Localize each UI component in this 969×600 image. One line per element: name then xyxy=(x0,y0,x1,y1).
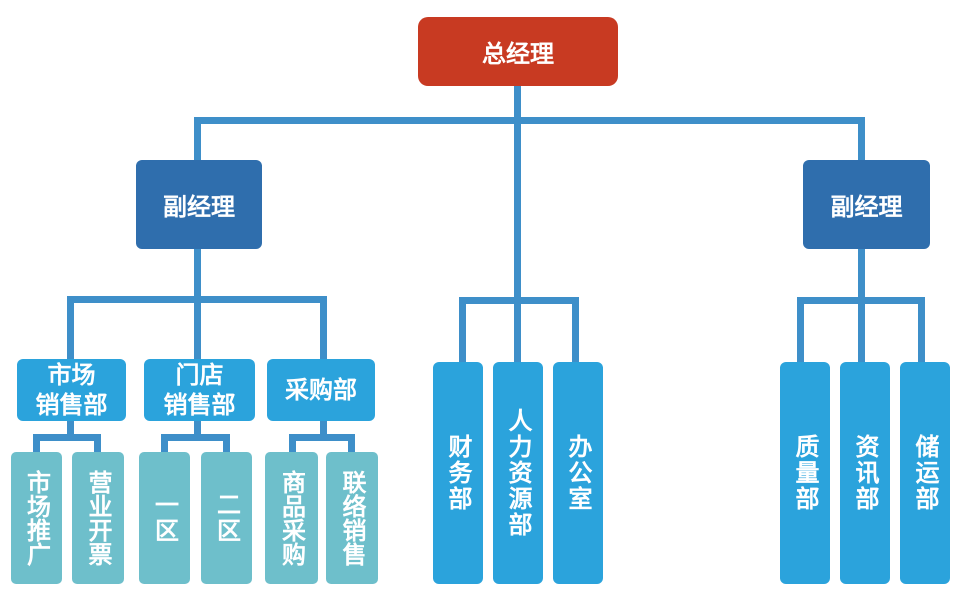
node-goods-purchase-label: 商品采购 xyxy=(277,470,307,566)
node-information-label: 资讯部 xyxy=(851,434,880,512)
node-joint-sales-label: 联络销售 xyxy=(338,470,367,566)
connector-root-down xyxy=(514,84,521,384)
node-general-manager-label: 总经理 xyxy=(482,39,554,68)
node-general-manager: 总经理 xyxy=(418,17,618,86)
connector-top-bus xyxy=(194,117,865,124)
node-market-promotion: 市场推广 xyxy=(11,452,62,584)
connector-purchase-sub2 xyxy=(348,434,355,454)
connector-market-down xyxy=(67,420,74,440)
node-vice-manager-right-label: 副经理 xyxy=(830,192,903,221)
node-purchasing-label: 采购部 xyxy=(285,375,357,404)
node-zone-two: 二区 xyxy=(201,452,252,584)
connector-store-sub-bus xyxy=(161,434,230,441)
connector-purchase-up xyxy=(320,296,327,360)
node-human-resources-label: 人力资源部 xyxy=(504,408,533,538)
node-storage-transport: 储运部 xyxy=(900,362,950,584)
node-storage-transport-label: 储运部 xyxy=(911,434,940,512)
connector-vp-left-down xyxy=(194,248,201,300)
connector-mid-bus xyxy=(459,297,579,304)
connector-market-sub-bus xyxy=(33,434,101,441)
node-goods-purchase: 商品采购 xyxy=(265,452,318,584)
connector-finance-up xyxy=(459,297,466,365)
connector-office-up xyxy=(572,297,579,365)
node-office-label: 办公室 xyxy=(564,434,593,512)
connector-vp-right-up xyxy=(858,117,865,162)
node-market-promotion-label: 市场推广 xyxy=(22,470,52,566)
node-vice-manager-left-label: 副经理 xyxy=(163,192,235,221)
connector-vp-left-up xyxy=(194,117,201,162)
node-zone-one-label: 一区 xyxy=(150,492,180,544)
connector-vp-right-down xyxy=(858,248,865,300)
connector-info-up xyxy=(858,297,865,365)
connector-store-sub2 xyxy=(223,434,230,454)
node-zone-one: 一区 xyxy=(139,452,190,584)
node-information: 资讯部 xyxy=(840,362,890,584)
connector-purchase-sub-bus xyxy=(289,434,355,441)
node-vice-manager-right: 副经理 xyxy=(803,160,930,249)
node-business-ticket: 营业开票 xyxy=(72,452,124,584)
connector-purchase-sub1 xyxy=(289,434,296,454)
node-quality-label: 质量部 xyxy=(791,434,820,512)
node-market-sales: 市场 销售部 xyxy=(17,359,126,421)
connector-purchase-down xyxy=(320,420,327,440)
node-market-sales-label: 市场 销售部 xyxy=(35,360,108,419)
node-vice-manager-left: 副经理 xyxy=(136,160,262,249)
node-finance: 财务部 xyxy=(433,362,483,584)
node-office: 办公室 xyxy=(553,362,603,584)
node-store-sales: 门店 销售部 xyxy=(144,359,255,421)
connector-store-up xyxy=(194,296,201,360)
node-finance-label: 财务部 xyxy=(444,434,473,512)
node-joint-sales: 联络销售 xyxy=(326,452,378,584)
connector-store-down xyxy=(194,420,201,440)
node-quality: 质量部 xyxy=(780,362,830,584)
connector-market-up xyxy=(67,296,74,360)
connector-storage-up xyxy=(918,297,925,365)
node-purchasing: 采购部 xyxy=(267,359,375,421)
connector-quality-up xyxy=(797,297,804,365)
node-store-sales-label: 门店 销售部 xyxy=(163,360,236,419)
connector-market-sub2 xyxy=(94,434,101,454)
node-business-ticket-label: 营业开票 xyxy=(84,470,113,566)
node-zone-two-label: 二区 xyxy=(212,492,242,544)
connector-market-sub1 xyxy=(33,434,40,454)
node-human-resources: 人力资源部 xyxy=(493,362,543,584)
connector-store-sub1 xyxy=(161,434,168,454)
